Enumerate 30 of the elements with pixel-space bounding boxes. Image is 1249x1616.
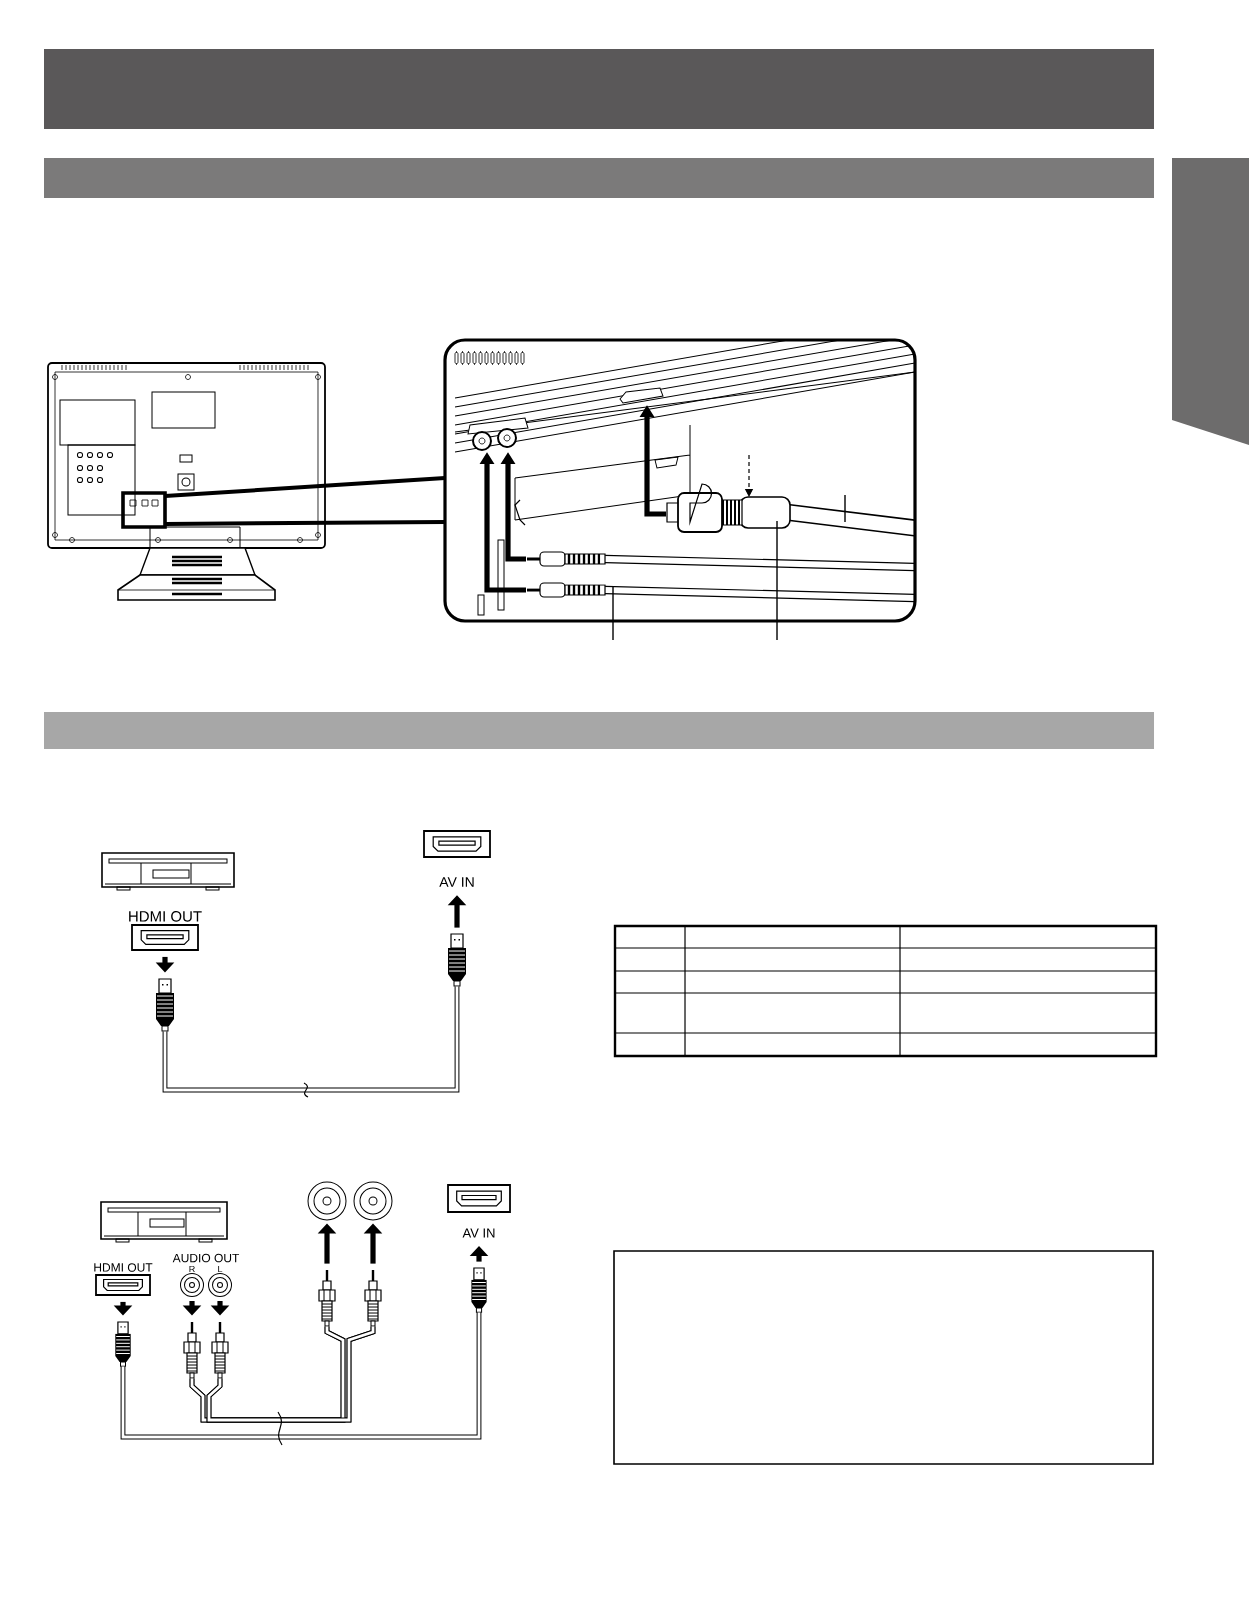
channel-letter: L [218,1265,223,1273]
port-label: AUDIO OUT [172,1253,240,1263]
cable [162,986,460,1093]
jack-socket [208,1273,232,1297]
hdmi-port: HDMI OUT [129,911,202,951]
header-bar [44,49,1154,129]
note-box [613,1250,1154,1465]
rca-plug [364,1270,382,1327]
section-bar [44,712,1154,749]
rca-plug [211,1322,229,1379]
node-label: HDMI OUT [129,911,202,922]
hdmi-plug [156,978,174,1032]
hdmi-plug [471,1267,487,1313]
hdmi-port: HDMI OUT [94,1263,153,1296]
rca-plug [183,1322,201,1379]
jack-socket [353,1181,393,1221]
jack-socket [307,1181,347,1221]
jack-socket [180,1273,204,1297]
hdmi-port: AV IN [423,830,491,887]
node-label: AV IN [439,877,474,887]
node-label: AV IN [462,1228,495,1238]
section-bar [44,158,1154,198]
hdmi-plug [115,1321,131,1367]
side-tab [1172,158,1249,445]
channel-letter: R [189,1265,195,1273]
cable [120,1312,482,1440]
rca-plug [318,1270,336,1327]
node-label: HDMI OUT [94,1263,153,1272]
hdmi-port: AV IN [447,1184,511,1238]
hdmi-plug [448,933,466,987]
